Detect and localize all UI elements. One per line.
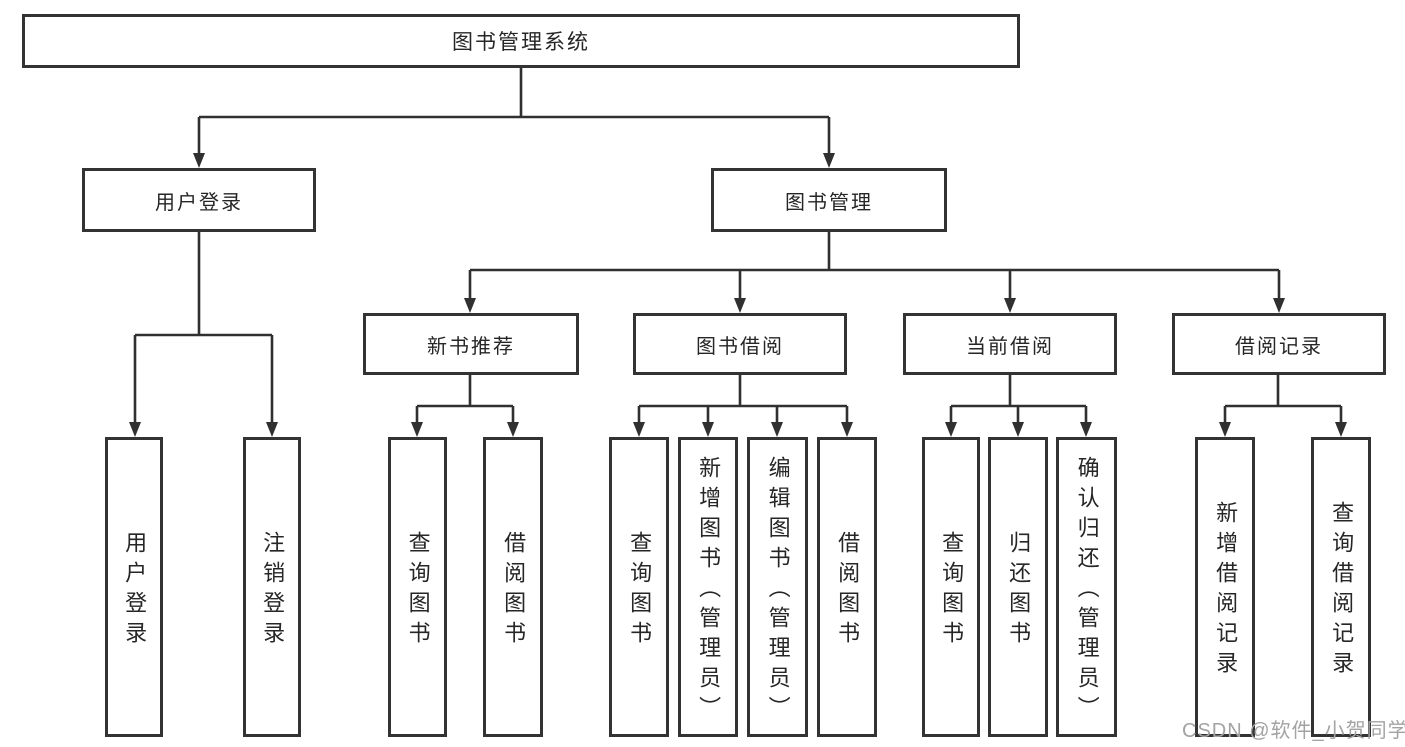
node-borrowing-records: 借阅记录 [1172,313,1386,375]
arrowhead [1004,298,1016,313]
arrowhead [1219,422,1231,437]
node-current-borrowing: 当前借阅 [903,313,1117,375]
node-user-login-label: 用户登录 [155,191,243,214]
arrowhead [945,422,957,437]
node-borrowing-records-label: 借阅记录 [1235,335,1323,358]
arrowhead [633,422,645,437]
arrowhead [1335,422,1347,437]
node-new-book-recommend-label: 新书推荐 [427,335,515,358]
node-book-borrowing-label: 图书借阅 [696,335,784,358]
arrowhead [193,153,205,168]
arrowhead [464,298,476,313]
arrowhead [734,298,746,313]
arrowhead [702,422,714,437]
leaf-query-borrow-record: 查询借阅记录 [1311,437,1371,737]
leaf-add-borrow-record: 新增借阅记录 [1195,437,1255,737]
arrowhead [823,153,835,168]
arrowhead [266,422,278,437]
node-user-login: 用户登录 [82,168,316,232]
node-new-book-recommend: 新书推荐 [363,313,579,375]
leaf-query-books-recommend-label: 查询图书 [405,531,431,651]
node-book-management-label: 图书管理 [785,191,873,214]
leaf-edit-book-admin: 编辑图书（管理员） [747,437,808,737]
leaf-return-books-label: 归还图书 [1006,531,1032,651]
csdn-watermark: CSDN @软件_小贺同学 [1182,720,1405,742]
node-book-borrowing: 图书借阅 [633,313,847,375]
leaf-return-books: 归还图书 [988,437,1048,737]
node-library-system-label: 图书管理系统 [452,31,590,54]
leaf-add-book-admin: 新增图书（管理员） [678,437,738,737]
node-current-borrowing-label: 当前借阅 [966,335,1054,358]
leaf-confirm-return-admin: 确认归还（管理员） [1056,437,1117,737]
leaf-borrow-books-label: 借阅图书 [835,531,861,651]
arrowhead [841,422,853,437]
leaf-borrow-books-recommend: 借阅图书 [483,437,543,737]
leaf-borrow-books: 借阅图书 [817,437,877,737]
leaf-confirm-return-admin-label: 确认归还（管理员） [1074,456,1100,726]
leaf-borrow-books-recommend-label: 借阅图书 [501,531,527,651]
leaf-query-books-recommend: 查询图书 [388,437,447,737]
arrowhead [1273,298,1285,313]
leaf-user-login-label: 用户登录 [122,531,148,651]
leaf-logout: 注销登录 [243,437,301,737]
arrowhead [507,422,519,437]
leaf-add-borrow-record-label: 新增借阅记录 [1213,501,1239,681]
arrowhead [129,422,141,437]
arrowhead [411,422,423,437]
leaf-user-login: 用户登录 [105,437,163,737]
leaf-query-books-borrow-label: 查询图书 [627,531,653,651]
node-library-system: 图书管理系统 [22,14,1020,68]
leaf-query-books-current-label: 查询图书 [939,531,965,651]
leaf-edit-book-admin-label: 编辑图书（管理员） [765,456,791,726]
leaf-logout-label: 注销登录 [260,531,286,651]
arrowhead [1012,422,1024,437]
leaf-add-book-admin-label: 新增图书（管理员） [696,456,722,726]
arrowhead [771,422,783,437]
node-book-management: 图书管理 [711,168,947,232]
leaf-query-borrow-record-label: 查询借阅记录 [1329,501,1355,681]
arrowhead [1080,422,1092,437]
leaf-query-books-borrow: 查询图书 [609,437,669,737]
leaf-query-books-current: 查询图书 [922,437,980,737]
